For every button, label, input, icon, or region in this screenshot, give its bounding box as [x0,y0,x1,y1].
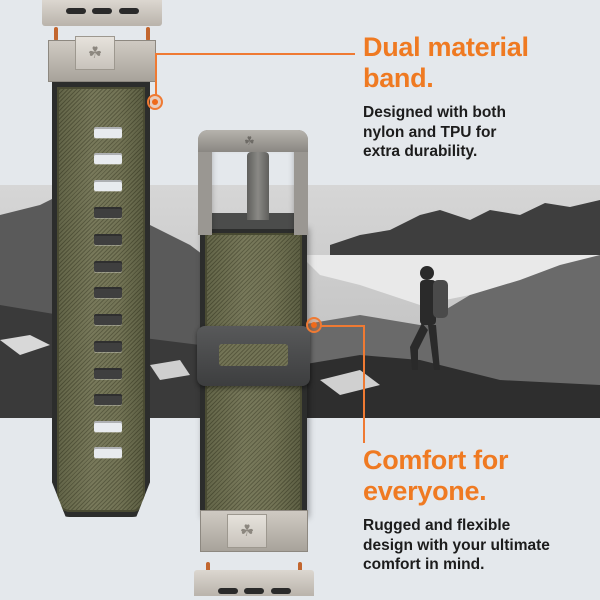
brand-logo-glyph: ☘ [239,523,255,540]
strap-hole [94,261,122,272]
strap-hole [94,287,122,298]
feature-desc-line: extra durability. [363,143,478,160]
feature-title: Comfort for everyone. [363,445,593,507]
brand-logo-icon: ☘ [244,134,255,148]
feature-desc-line: design with your ultimate [363,536,550,554]
feature-dual-material: Dual material band. Designed with both n… [363,32,593,162]
callout-line-2-vertical [363,325,365,443]
top-lug-connector: ☘ [42,0,162,82]
band-strap-holes [52,82,150,517]
feature-description: Rugged and flexible design with your ult… [363,516,593,575]
strap-hole [94,234,122,245]
brand-logo-icon: ☘ [227,514,267,548]
feature-desc-line: Rugged and flexible [363,517,511,534]
feature-title-line: band. [363,63,434,93]
strap-hole [94,314,122,325]
feature-title-line: Comfort for [363,445,509,475]
feature-desc-line: comfort in mind. [363,556,485,573]
strap-hole [94,447,122,458]
callout-line-1-vertical [155,53,157,95]
feature-title-line: Dual material [363,32,529,62]
feature-comfort: Comfort for everyone. Rugged and flexibl… [363,445,593,575]
strap-hole [94,421,122,432]
strap-hole [94,153,122,164]
strap-hole [94,127,122,138]
feature-title-line: everyone. [363,476,487,506]
hiker-figure [410,266,448,370]
feature-desc-line: Designed with both [363,104,506,121]
strap-hole [94,394,122,405]
feature-description: Designed with both nylon and TPU for ext… [363,103,593,162]
strap-hole [94,368,122,379]
bottom-lug-connector: ☘ [194,510,314,596]
buckle-base [200,213,307,229]
strap-hole [94,341,122,352]
callout-marker-1 [147,94,163,110]
feature-title: Dual material band. [363,32,593,94]
strap-hole [94,207,122,218]
keeper-fabric [219,344,288,366]
feature-desc-line: nylon and TPU for [363,123,497,141]
brand-logo-glyph: ☘ [87,45,103,62]
strap-hole [94,180,122,191]
buckle-top-bar [198,130,308,152]
brand-logo-icon: ☘ [75,36,115,70]
strap-keeper-loop [197,326,310,386]
callout-line-2-horizontal [320,325,365,327]
callout-line-1-horizontal [155,53,355,55]
buckle-tongue [247,152,269,220]
